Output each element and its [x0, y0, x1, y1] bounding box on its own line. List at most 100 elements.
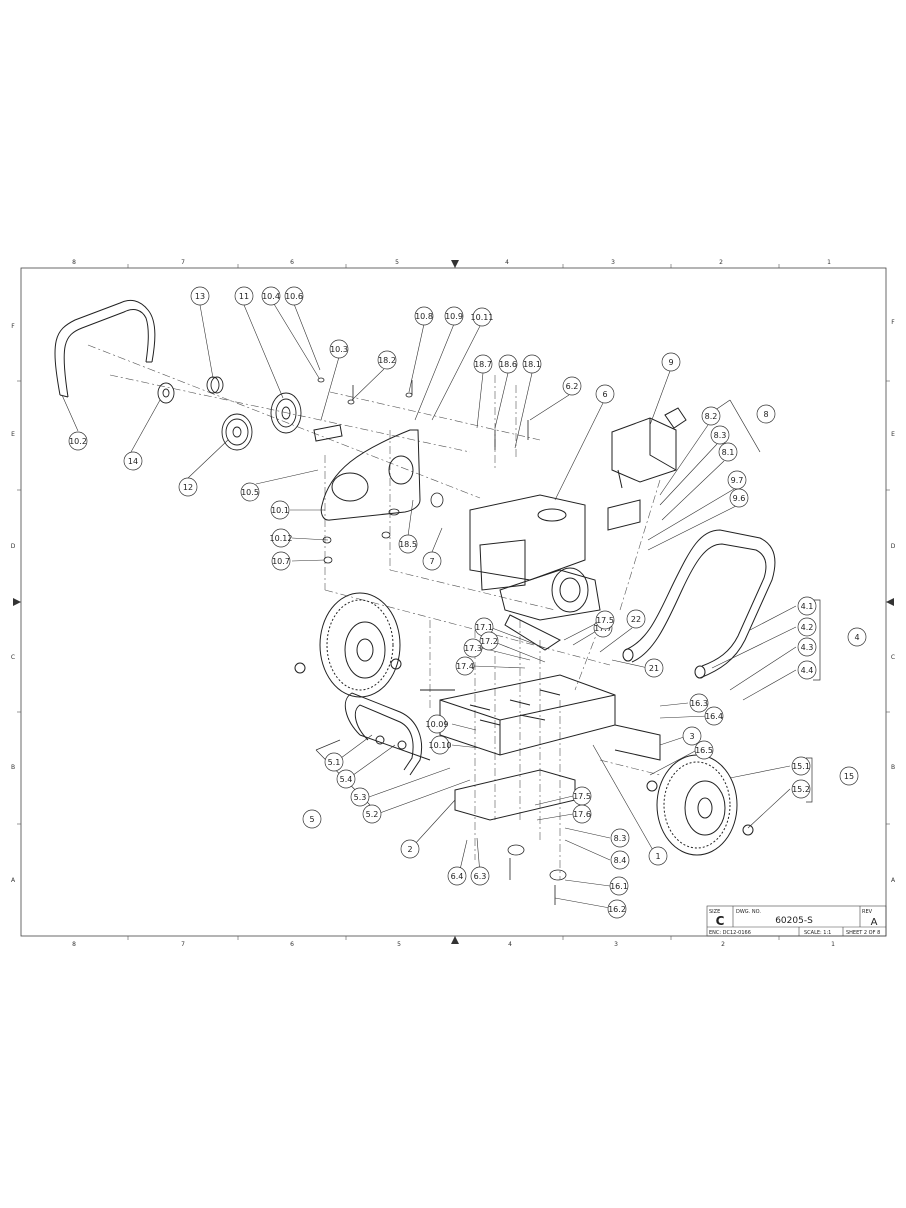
item-balloon-label: 4.3 [801, 643, 814, 652]
zone-col-label: 6 [290, 941, 294, 948]
item-balloon: 6.3 [470, 866, 490, 886]
item-balloon: 5 [302, 809, 322, 829]
item-balloon: 4.4 [797, 660, 817, 680]
item-balloon-circle [68, 431, 88, 451]
item-balloon-circle [271, 551, 291, 571]
item-balloon: 5.3 [350, 787, 370, 807]
item-balloon: 10.09 [426, 714, 449, 734]
zone-col-label: 2 [721, 941, 725, 948]
item-balloon: 16.1 [609, 876, 629, 896]
item-balloon-label: 18.7 [474, 360, 492, 369]
item-balloon-label: 22 [631, 615, 641, 624]
size-value: C [716, 914, 725, 928]
belt-guard-part [313, 424, 421, 521]
item-balloon-label: 5.3 [354, 793, 367, 802]
item-balloon-circle [329, 339, 349, 359]
item-balloon-circle [610, 828, 630, 848]
zone-labels-right: F E D C B A [891, 319, 896, 884]
item-balloon-label: 18.5 [399, 540, 417, 549]
item-balloon-label: 10.10 [429, 741, 452, 750]
zone-col-label: 4 [508, 941, 512, 948]
item-balloon-circle [472, 307, 492, 327]
item-balloon: 6.2 [562, 376, 582, 396]
item-balloon-label: 10.09 [426, 720, 449, 729]
item-balloon: 2 [400, 839, 420, 859]
item-balloon: 16.5 [694, 740, 714, 760]
title-block: SIZE C DWG. NO. 60205-S REV A ENC: DC12-… [706, 905, 887, 937]
size-label: SIZE [709, 909, 720, 915]
item-balloon: 18.5 [398, 534, 418, 554]
zone-col-label: 6 [290, 259, 294, 266]
item-balloon-circle [644, 658, 664, 678]
item-balloon: 13 [190, 286, 210, 306]
pump-part [607, 407, 687, 531]
item-balloon-label: 16.2 [608, 905, 626, 914]
item-balloon-circle [701, 406, 721, 426]
item-balloon-label: 21 [649, 664, 659, 673]
item-balloon-circle [302, 809, 322, 829]
item-balloon: 4.3 [797, 637, 817, 657]
item-balloon-circle [572, 804, 592, 824]
item-balloon-circle [607, 899, 627, 919]
zone-row-label: E [11, 431, 15, 438]
item-balloon-label: 1 [655, 852, 660, 861]
engine-part [469, 494, 601, 651]
item-balloon: 10.9 [444, 306, 464, 326]
item-balloon-label: 11 [239, 292, 249, 301]
wheel-right-part [646, 754, 754, 856]
item-balloon-circle [797, 660, 817, 680]
item-balloon-circle [595, 610, 615, 630]
zone-col-label: 5 [397, 941, 401, 948]
zone-col-label: 3 [611, 259, 615, 266]
rev-value: A [871, 917, 878, 928]
item-balloon: 10.2 [68, 431, 88, 451]
item-balloon-label: 9 [668, 358, 673, 367]
item-balloon-label: 17.5 [573, 792, 591, 801]
item-balloon-circle [190, 286, 210, 306]
item-balloon-circle [756, 404, 776, 424]
item-balloon-circle [271, 528, 291, 548]
item-balloon-circle [704, 706, 724, 726]
zone-row-label: F [891, 319, 895, 326]
item-balloon-label: 10.5 [241, 488, 259, 497]
item-balloon-label: 8.4 [614, 856, 627, 865]
item-balloon: 17.6 [572, 804, 592, 824]
item-balloon-label: 8.3 [614, 834, 627, 843]
item-balloon-circle [718, 442, 738, 462]
item-balloon-label: 5 [309, 815, 314, 824]
item-balloon-circle [324, 752, 344, 772]
item-balloon: 10.4 [261, 286, 281, 306]
item-balloon-label: 13 [195, 292, 205, 301]
item-balloon-label: 5.1 [328, 758, 341, 767]
item-balloon: 5.4 [336, 769, 356, 789]
item-balloon-circle [648, 846, 668, 866]
item-balloon: 16.3 [689, 693, 709, 713]
zone-labels-top: 8 7 6 5 4 3 2 1 [72, 259, 831, 266]
item-balloon-circle [470, 866, 490, 886]
item-balloon-label: 17.1 [475, 623, 493, 632]
item-balloon-label: 10.3 [330, 345, 348, 354]
item-balloon: 6.4 [447, 866, 467, 886]
pulley-parts [157, 376, 302, 451]
item-balloon: 6 [595, 384, 615, 404]
item-balloon-label: 15.2 [792, 785, 810, 794]
item-balloon: 10.1 [270, 500, 290, 520]
item-balloon-circle [729, 488, 749, 508]
item-balloon-label: 6 [602, 390, 607, 399]
zone-row-label: B [11, 764, 15, 771]
item-balloon-label: 16.3 [690, 699, 708, 708]
zone-row-label: A [11, 877, 16, 884]
item-balloon-label: 16.1 [610, 882, 628, 891]
item-balloon-label: 10.9 [445, 312, 463, 321]
dwg-no-label: DWG. NO. [736, 909, 761, 915]
item-balloon-label: 10.7 [272, 557, 290, 566]
item-balloon: 5.1 [324, 752, 344, 772]
item-balloon: 18.7 [473, 354, 493, 374]
item-balloon-label: 16.4 [705, 712, 723, 721]
item-balloon: 15 [839, 766, 859, 786]
zone-col-label: 2 [719, 259, 723, 266]
item-balloon: 10.6 [284, 286, 304, 306]
item-balloon-label: 10.11 [471, 313, 494, 322]
item-balloon-label: 8.3 [714, 431, 727, 440]
item-balloon: 3 [682, 726, 702, 746]
